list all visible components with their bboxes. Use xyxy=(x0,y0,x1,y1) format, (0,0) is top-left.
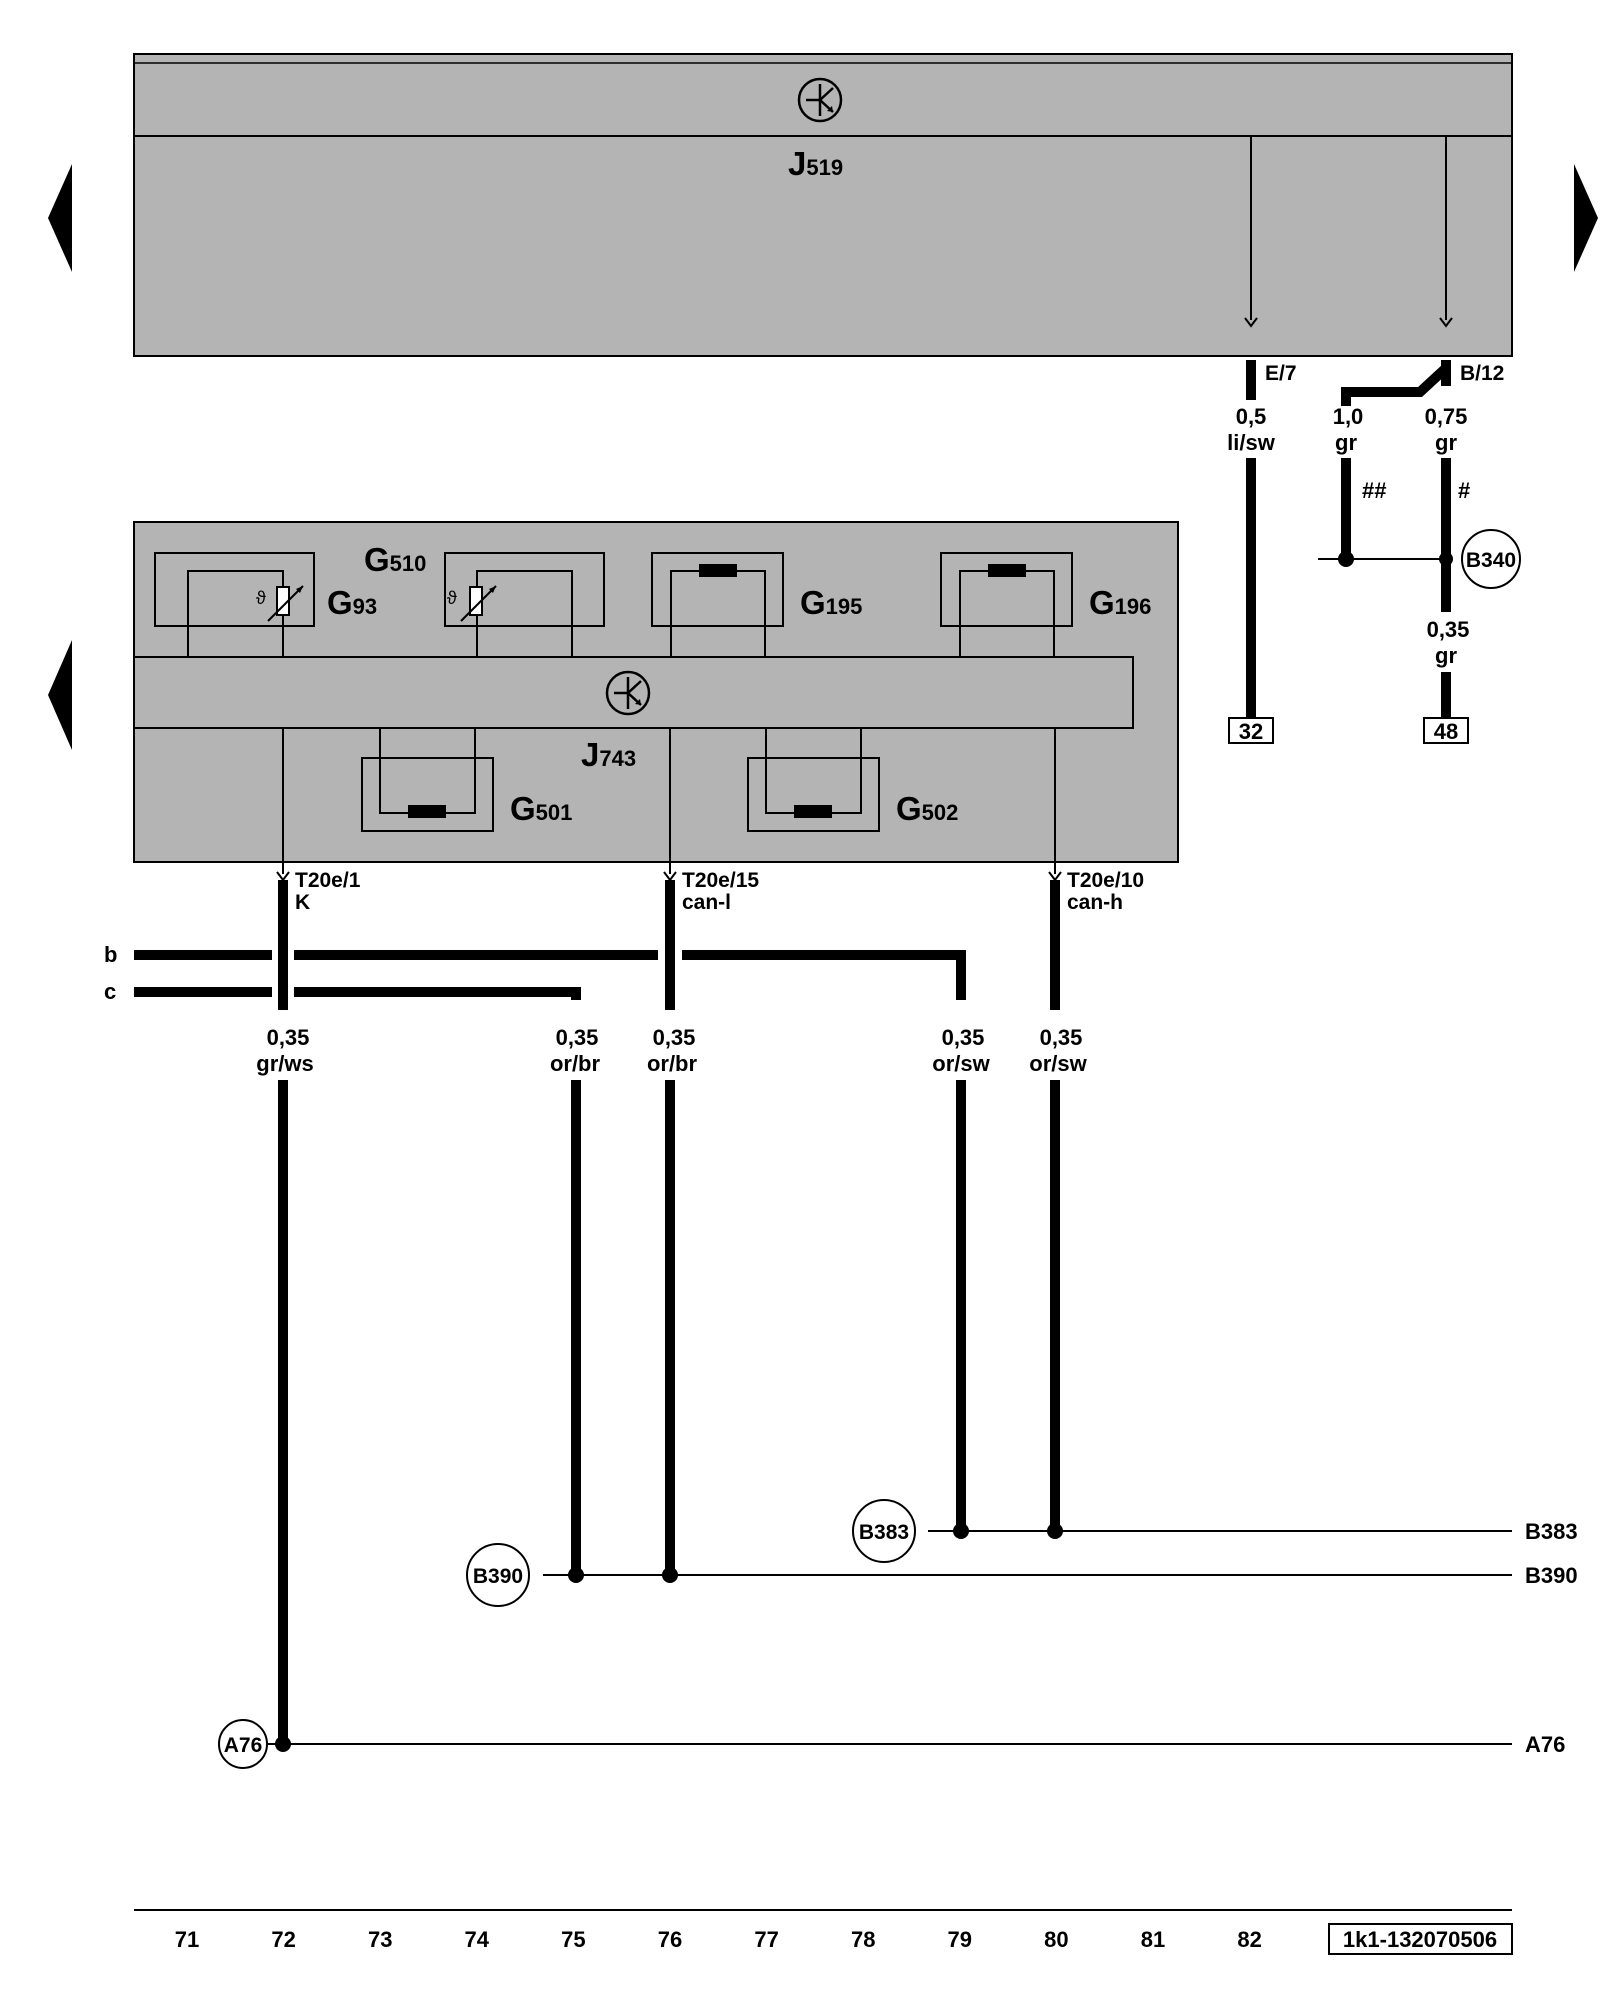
doc-id: 1k1-132070506 xyxy=(1343,1927,1497,1952)
thermistor-icon-2: ϑ xyxy=(447,588,457,608)
wire-76-size: 0,35 xyxy=(653,1025,696,1050)
wire-84b-color: gr xyxy=(1435,643,1457,668)
wire-75-color: or/br xyxy=(550,1051,601,1076)
wire-83-color: gr xyxy=(1335,430,1357,455)
splice-b340-label: B340 xyxy=(1466,549,1516,572)
prev-page-arrow-icon[interactable] xyxy=(48,164,72,272)
column-number: 77 xyxy=(754,1927,778,1952)
sensor-g93-label: G93 xyxy=(327,584,377,621)
column-number: 75 xyxy=(561,1927,585,1952)
sensor-g195-label: G195 xyxy=(800,584,862,621)
pin-t15-signal: can-l xyxy=(682,891,731,914)
sensor-g195 xyxy=(651,552,784,657)
j743-label: J743 xyxy=(581,736,636,773)
splice-dot-72 xyxy=(275,1736,291,1752)
splice-b383-label: B383 xyxy=(859,1521,909,1544)
j743-electronics-icon xyxy=(605,670,651,716)
wire-c-seg2 xyxy=(294,987,581,1000)
wire-82-size: 0,5 xyxy=(1236,404,1267,429)
wire-83-jog xyxy=(1341,364,1450,406)
ref-48-label: 48 xyxy=(1434,719,1458,744)
column-number: 76 xyxy=(658,1927,682,1952)
pin-e7-connector-icon xyxy=(1244,317,1258,328)
bus-b383-out-label: B383 xyxy=(1525,1519,1578,1544)
column-numbers: 7172737475767778798081828384 xyxy=(175,1927,1456,1952)
wire-72-size: 0,35 xyxy=(267,1025,310,1050)
wire-b-seg3 xyxy=(682,950,966,1000)
splice-a76-label: A76 xyxy=(224,1734,263,1757)
column-number: 74 xyxy=(465,1927,490,1952)
wire-75-size: 0,35 xyxy=(556,1025,599,1050)
column-number: 71 xyxy=(175,1927,199,1952)
sensor-g501-label: G501 xyxy=(510,790,572,827)
wire-83-size: 1,0 xyxy=(1333,404,1364,429)
branch-b-label: b xyxy=(104,942,117,967)
pin-t10-signal: can-h xyxy=(1067,891,1123,914)
column-number: 82 xyxy=(1237,1927,1261,1952)
pin-b12-label: B/12 xyxy=(1460,362,1504,385)
ref-box-48 xyxy=(1423,717,1469,744)
pin-t10-label: T20e/10 xyxy=(1067,869,1144,892)
splice-dot-79 xyxy=(953,1523,969,1539)
column-number: 80 xyxy=(1044,1927,1068,1952)
j519-electronics-icon xyxy=(797,77,843,123)
mark-84: # xyxy=(1458,478,1470,503)
pin-t15-label: T20e/15 xyxy=(682,869,759,892)
splice-dot-84 xyxy=(1439,552,1453,566)
wire-79-color: or/sw xyxy=(932,1051,990,1076)
sensor-g502-label: G502 xyxy=(896,790,958,827)
wire-84b-size: 0,35 xyxy=(1427,617,1470,642)
pin-t1-signal: K xyxy=(295,891,310,914)
doc-id-box xyxy=(1328,1923,1513,1955)
sensor-g510: ϑ xyxy=(444,552,605,657)
splice-dot-80 xyxy=(1047,1523,1063,1539)
wire-79-size: 0,35 xyxy=(942,1025,985,1050)
column-number: 72 xyxy=(271,1927,295,1952)
wire-72-color: gr/ws xyxy=(256,1051,313,1076)
splice-b390-label: B390 xyxy=(473,1565,523,1588)
wire-80-color: or/sw xyxy=(1029,1051,1087,1076)
column-number: 78 xyxy=(851,1927,875,1952)
sensor-g502 xyxy=(747,728,880,832)
branch-c-label: c xyxy=(104,979,116,1004)
pin-e7-label: E/7 xyxy=(1265,362,1297,385)
column-number: 79 xyxy=(948,1927,972,1952)
splice-b340-icon xyxy=(1461,529,1521,589)
splice-b390-icon xyxy=(466,1543,530,1607)
mark-83: ## xyxy=(1362,478,1386,503)
sensor-g501 xyxy=(361,728,494,832)
ref-32-label: 32 xyxy=(1239,719,1263,744)
splice-dot-83 xyxy=(1338,551,1354,567)
column-number: 81 xyxy=(1141,1927,1165,1952)
splice-b383-icon xyxy=(852,1499,916,1563)
sensor-g196 xyxy=(940,552,1073,657)
splice-dot-76 xyxy=(662,1567,678,1583)
splice-dot-75 xyxy=(568,1567,584,1583)
sensor-g196-label: G196 xyxy=(1089,584,1151,621)
pin-b12-connector-icon xyxy=(1439,317,1453,328)
wire-84a-color: gr xyxy=(1435,430,1457,455)
ref-box-32 xyxy=(1228,717,1274,744)
wire-84a-size: 0,75 xyxy=(1425,404,1468,429)
next-page-arrow-icon[interactable] xyxy=(1574,164,1598,272)
pin-t1-label: T20e/1 xyxy=(295,869,361,892)
sensor-g510-label: G510 xyxy=(364,541,426,578)
wire-76-color: or/br xyxy=(647,1051,698,1076)
thermistor-icon: ϑ xyxy=(256,588,266,608)
j519-housing xyxy=(133,53,1513,357)
splice-a76-icon xyxy=(218,1719,268,1769)
prev-page-arrow-icon-2[interactable] xyxy=(48,640,72,750)
j519-label: J519 xyxy=(788,145,843,182)
j743-electronics-bar xyxy=(133,656,1134,729)
column-number: 73 xyxy=(368,1927,392,1952)
sensor-g93: ϑ xyxy=(154,552,315,657)
wire-80-size: 0,35 xyxy=(1040,1025,1083,1050)
bus-b390-out-label: B390 xyxy=(1525,1563,1578,1588)
wire-82-color: li/sw xyxy=(1227,430,1276,455)
bus-a76-out-label: A76 xyxy=(1525,1732,1565,1757)
